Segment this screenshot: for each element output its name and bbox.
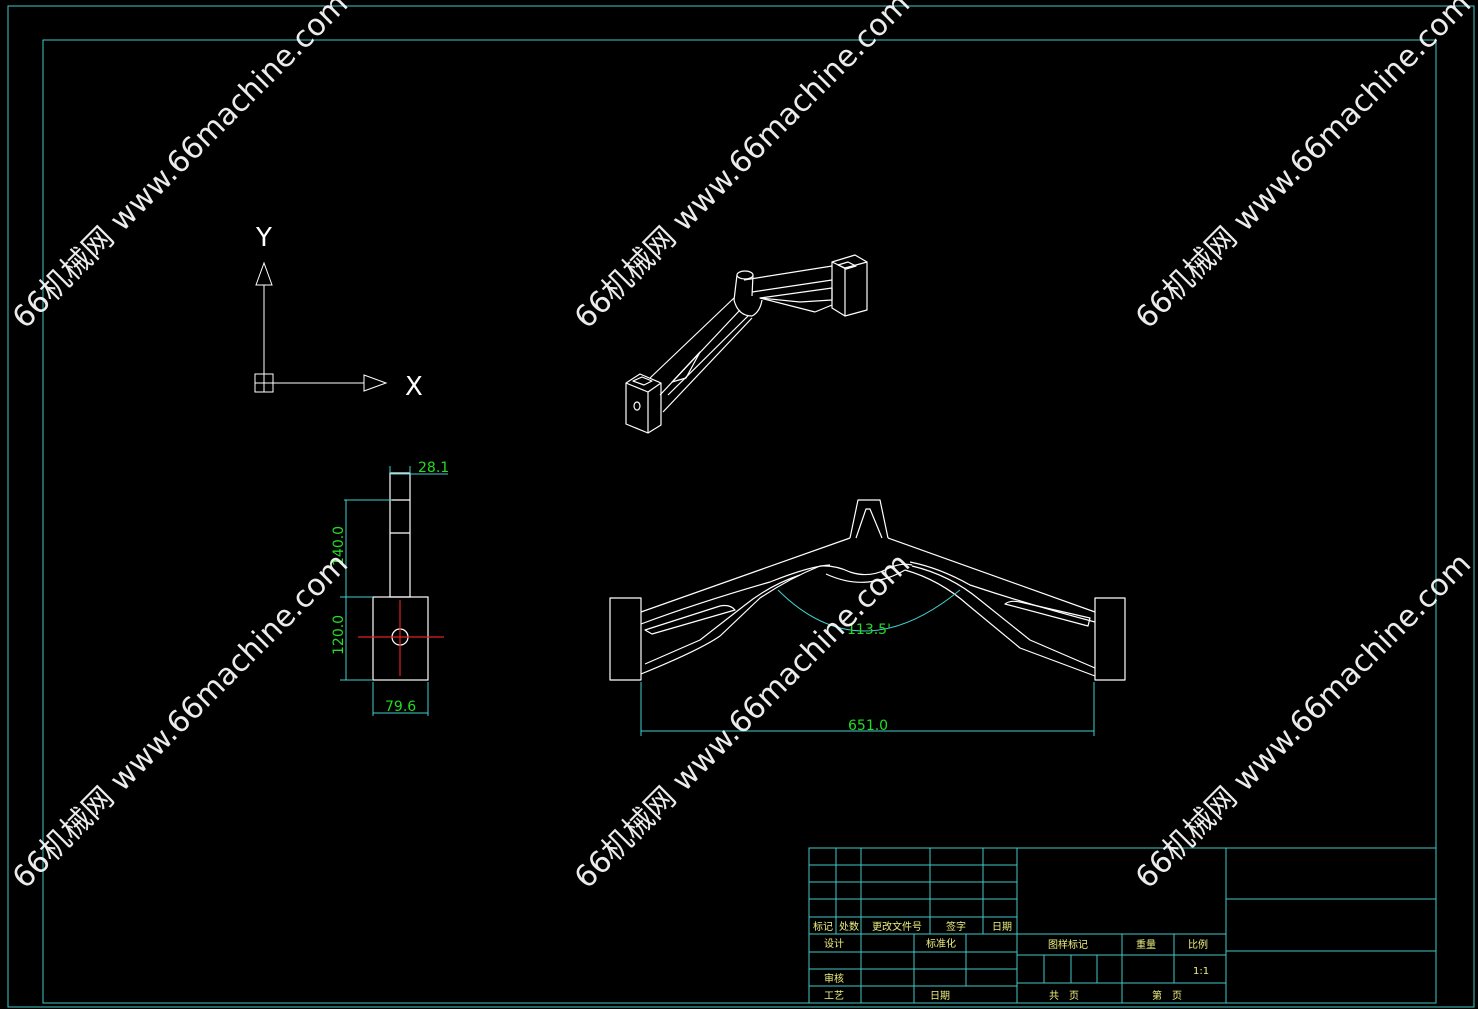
- tb-date2: 日期: [930, 990, 950, 1002]
- side-stem: [389, 472, 411, 598]
- tb-process: 工艺: [824, 990, 844, 1002]
- watermarks: 66机械网 www.66machine.com 66机械网 www.66mach…: [6, 0, 1478, 896]
- ucs-icon: Y X: [254, 223, 423, 402]
- dim-140: 140.0: [331, 526, 347, 566]
- tb-weight: 重量: [1136, 938, 1156, 951]
- dim-angle: 113.5': [847, 622, 891, 638]
- tb-scale-value: 1:1: [1193, 966, 1209, 977]
- tb-sheet-no: 第 页: [1152, 989, 1182, 1002]
- dim-651: 651.0: [848, 718, 888, 734]
- ucs-y-arrow: [255, 261, 273, 286]
- dim-120: 120.0: [331, 615, 347, 655]
- watermark-6: 66机械网 www.66machine.com: [1129, 546, 1478, 895]
- outer-border: [7, 5, 1475, 1008]
- dim-28-1: 28.1: [418, 460, 449, 476]
- tb-standardize: 标准化: [926, 937, 956, 950]
- drawing-frame: [7, 5, 1475, 1008]
- side-view: [372, 472, 429, 681]
- tb-scale: 比例: [1188, 938, 1208, 951]
- tb-count: 处数: [839, 920, 859, 933]
- angle-arc: [777, 589, 961, 632]
- dim-79-6: 79.6: [385, 699, 416, 715]
- front-view: [609, 499, 1126, 681]
- watermark-2: 66机械网 www.66machine.com: [568, 0, 917, 336]
- tb-stage-mark: 图样标记: [1048, 938, 1088, 951]
- title-block: [808, 847, 1437, 1004]
- side-center-lines: [358, 600, 444, 676]
- tb-review: 审核: [824, 972, 844, 985]
- tb-design: 设计: [824, 937, 844, 950]
- inner-border: [42, 39, 1437, 1004]
- tb-signature: 签字: [946, 920, 966, 933]
- front-right-block: [1094, 597, 1126, 681]
- tb-change-doc: 更改文件号: [872, 920, 922, 933]
- tb-mark: 标记: [813, 921, 833, 933]
- side-dimension-lines: [340, 466, 448, 716]
- tb-date: 日期: [992, 921, 1012, 933]
- ucs-x-label: X: [405, 372, 423, 402]
- ucs-y-label: Y: [255, 223, 272, 253]
- ucs-x-arrow: [363, 374, 388, 392]
- watermark-4: 66机械网 www.66machine.com: [6, 546, 355, 895]
- watermark-3: 66机械网 www.66machine.com: [1129, 0, 1478, 336]
- isometric-view: [625, 254, 868, 434]
- watermark-1: 66机械网 www.66machine.com: [6, 0, 355, 336]
- front-dimension-lines: [640, 589, 1095, 736]
- front-left-block: [609, 597, 642, 681]
- tb-total-sheets: 共 页: [1049, 990, 1079, 1002]
- side-block: [372, 596, 429, 681]
